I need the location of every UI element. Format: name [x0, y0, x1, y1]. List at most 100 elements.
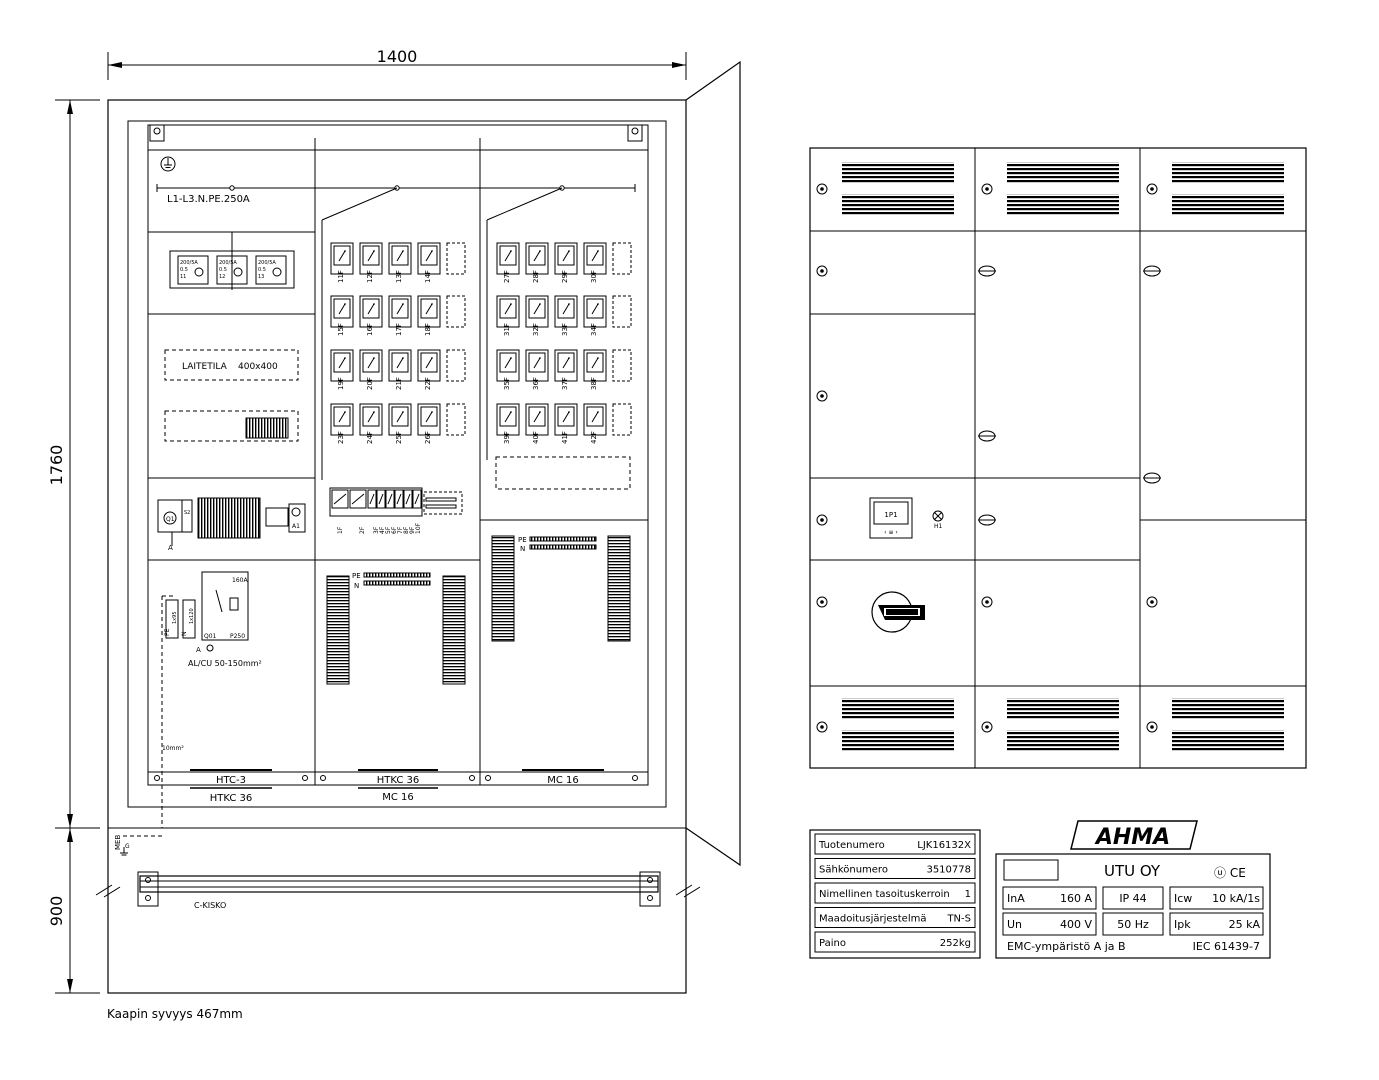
- incomer-switch: 160A P250 Q01 PE 1x95 N 1x120 A AL/CU 50…: [120, 571, 262, 837]
- breaker-label: 30F: [590, 270, 598, 283]
- breaker-label: 35F: [503, 377, 511, 390]
- breaker-label: 32F: [532, 323, 540, 336]
- breaker-label: 12F: [366, 270, 374, 283]
- product-row-label: Nimellinen tasoituskerroin: [819, 889, 950, 900]
- lock-icon: [816, 390, 828, 402]
- small-breaker-label: 5F: [385, 526, 392, 534]
- icw-label: Icw: [1174, 892, 1192, 905]
- section-label: HTKC 36: [210, 793, 253, 804]
- section-label: HTC-3: [216, 775, 246, 786]
- breaker-label: 16F: [366, 323, 374, 336]
- emc-environment: EMC-ympäristö A ja B: [1007, 940, 1126, 953]
- breaker: [554, 295, 578, 328]
- incomer-label: 160A: [232, 577, 248, 584]
- un-label: Un: [1007, 918, 1022, 931]
- frequency: 50 Hz: [1117, 918, 1149, 931]
- device-space-label: LAITETILA: [182, 362, 228, 372]
- breaker: [554, 349, 578, 382]
- c-rail-label: C-KISKO: [194, 901, 226, 910]
- breaker: [330, 403, 354, 436]
- ip-rating: IP 44: [1119, 892, 1146, 905]
- breaker-label: 15F: [337, 323, 345, 336]
- product-row: [814, 833, 976, 855]
- breaker-label: 33F: [561, 323, 569, 336]
- breaker: [525, 242, 549, 275]
- c-rail: C-KISKO: [137, 871, 661, 910]
- incomer-label: PE: [164, 628, 171, 636]
- breaker-label: 29F: [561, 270, 569, 283]
- product-row: [814, 882, 976, 904]
- indicator-lamp-icon: H1: [932, 510, 944, 530]
- breaker-label: 17F: [395, 323, 403, 336]
- svg-text:G: G: [125, 843, 130, 850]
- meter-terminal-row: Q1 S2 A A1: [157, 497, 306, 552]
- meter-buttons: ‹ ≡ ›: [884, 529, 898, 536]
- breaker-label: 23F: [337, 431, 345, 444]
- breaker: [417, 403, 441, 436]
- un-value: 400 V: [1060, 918, 1092, 931]
- small-breaker-label: 3F: [373, 526, 380, 534]
- fuse-label: 200/5A: [258, 260, 276, 266]
- breaker: [359, 349, 383, 382]
- small-breaker-label: 6F: [391, 526, 398, 534]
- breaker: [525, 295, 549, 328]
- product-row-value: 1: [965, 889, 971, 900]
- main-fuse-switch: 200/5A 0.5 11 200/5A 0.5 12 200/5A 0.5 1…: [169, 232, 295, 290]
- small-breaker: [349, 489, 367, 509]
- lock-icon: [816, 721, 828, 733]
- section-label: MC 16: [382, 792, 414, 803]
- energy-meter: 1P1 ‹ ≡ ›: [869, 497, 913, 539]
- product-row: [814, 931, 976, 953]
- breaker: [554, 403, 578, 436]
- breaker-label: 38F: [590, 377, 598, 390]
- product-row-label: Tuotenumero: [818, 840, 885, 851]
- pe-label: PE: [518, 536, 527, 544]
- small-breaker-label: 1F: [337, 526, 344, 534]
- lock-icon: [981, 596, 993, 608]
- breaker: [525, 403, 549, 436]
- breaker: [583, 242, 607, 275]
- breaker-label: 27F: [503, 270, 511, 283]
- breaker: [496, 403, 520, 436]
- lock-icon: [981, 183, 993, 195]
- dimension-width: 1400: [107, 47, 687, 80]
- small-breaker: [412, 489, 422, 509]
- breaker: [496, 349, 520, 382]
- breaker: [583, 403, 607, 436]
- breaker-label: 37F: [561, 377, 569, 390]
- breaker-label: 34F: [590, 323, 598, 336]
- lock-icon: [816, 183, 828, 195]
- lock-icon: [1146, 183, 1158, 195]
- product-row-value: TN-S: [946, 914, 971, 925]
- breaker: [583, 349, 607, 382]
- meter-label: Q1: [166, 516, 175, 523]
- product-row: [814, 858, 976, 879]
- earth-symbol-icon: [160, 156, 176, 172]
- product-row-value: LJK16132X: [917, 840, 971, 851]
- incomer-cable-label: AL/CU 50-150mm²: [188, 659, 262, 668]
- breaker: [359, 403, 383, 436]
- breaker-label: 39F: [503, 431, 511, 444]
- breaker: [525, 349, 549, 382]
- fuse-label: 13: [258, 274, 264, 280]
- breaker-label: 31F: [503, 323, 511, 336]
- breaker-label: 24F: [366, 431, 374, 444]
- fuse-label: 200/5A: [219, 260, 237, 266]
- lamp-label: H1: [934, 523, 943, 530]
- breaker-label: 36F: [532, 377, 540, 390]
- dimension-height: 1760 900: [47, 99, 100, 994]
- small-breaker-label: 10F: [415, 522, 422, 534]
- section-label: HTKC 36: [377, 775, 420, 786]
- incomer-label: 1x120: [189, 608, 195, 624]
- incomer-label: 1x95: [172, 611, 178, 624]
- incomer-label: N: [181, 632, 188, 637]
- meb-label: MEB: [114, 835, 122, 850]
- dimension-width-label: 1400: [377, 47, 418, 66]
- cabinet-interior-view: L1-L3.N.PE.250A 200/5A 0.5 11 200/5A 0.5…: [95, 60, 741, 1021]
- busbar-label: L1-L3.N.PE.250A: [167, 194, 250, 205]
- breaker-label: 18F: [424, 323, 432, 336]
- product-row: [814, 907, 976, 928]
